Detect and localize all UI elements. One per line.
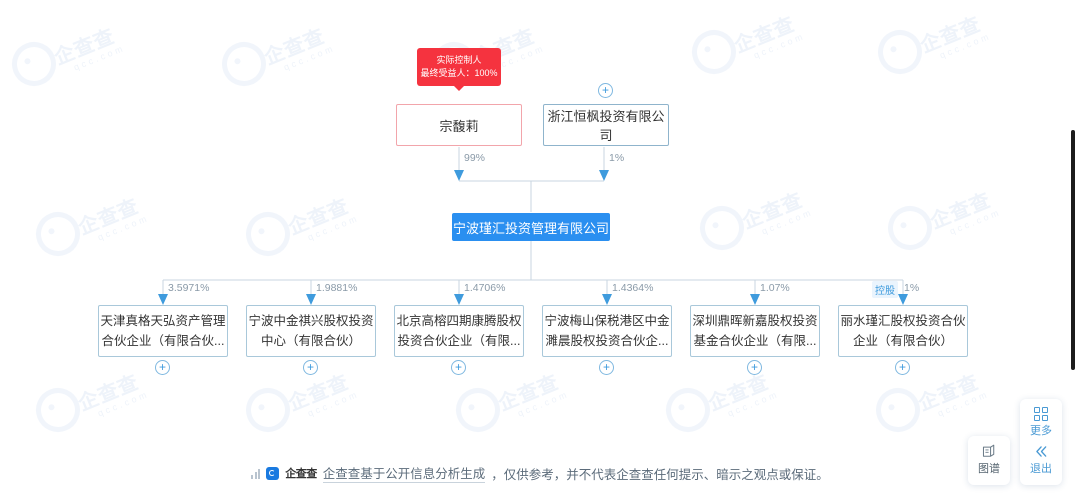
node-shareholder-2-line1: 宁波中金祺兴股权投资 [248,314,374,328]
node-center-company[interactable]: 宁波瑾汇投资管理有限公司 [452,213,610,241]
edge-label-shareholder-4: 1.4364% [612,282,654,294]
node-shareholder-3[interactable]: 北京高榕四期康腾股权 投资合伙企业（有限... [394,305,524,357]
exit-label: 退出 [1030,463,1052,475]
expand-shareholder-3-plus-icon[interactable]: + [451,360,466,375]
node-person-controller[interactable]: 宗馥莉 [396,104,522,146]
more-button[interactable]: 更多 [1030,406,1052,439]
node-shareholder-4-line1: 宁波梅山保税港区中金 [544,314,670,328]
vertical-scrollbar[interactable] [1071,130,1075,370]
expand-cocontrol-plus-icon[interactable]: + [598,83,613,98]
expand-shareholder-2-plus-icon[interactable]: + [303,360,318,375]
exit-button[interactable]: 退出 [1030,443,1052,477]
bar-chart-icon [251,468,261,479]
edge-label-shareholder-5: 1.07% [760,282,790,294]
node-shareholder-3-line1: 北京高榕四期康腾股权 [396,314,522,328]
node-shareholder-5[interactable]: 深圳鼎晖新嘉股权投资 基金合伙企业（有限... [690,305,820,357]
badge-pointer-icon [454,86,464,91]
edge-label-shareholder-1: 3.5971% [168,282,210,294]
back-arrow-icon [1035,446,1046,457]
edge-label-person-to-center: 99% [464,152,486,164]
node-shareholder-6-line2: 企业（有限合伙） [852,334,953,348]
actual-controller-beneficiary: 最终受益人：100% [420,68,498,78]
node-shareholder-4-line2: 濉晨股权投资合伙企... [545,334,669,348]
node-shareholder-2-line2: 中心（有限合伙） [260,334,361,348]
graph-icon [982,444,995,457]
footer-disclaimer: 企查查 企查查基于公开信息分析生成 ，仅供参考，并不代表企查查任何提示、暗示之观… [0,463,1080,483]
more-label: 更多 [1030,425,1052,437]
graph-mode-label: 图谱 [978,463,1000,475]
disclaimer-text: ，仅供参考，并不代表企查查任何提示、暗示之观点或保证。 [491,467,829,482]
expand-shareholder-4-plus-icon[interactable]: + [599,360,614,375]
node-shareholder-5-line2: 基金合伙企业（有限... [693,334,817,348]
node-shareholder-6[interactable]: 丽水瑾汇股权投资合伙 企业（有限合伙） [838,305,968,357]
node-cocontrol-company[interactable]: 浙江恒枫投资有限公司 [543,104,669,146]
controlling-tag-shareholder-6: 控股 [872,281,898,298]
expand-shareholder-6-plus-icon[interactable]: + [895,360,910,375]
node-shareholder-1-line1: 天津真格天弘资产管理 [100,314,226,328]
node-shareholder-1-line2: 合伙企业（有限合伙... [101,334,225,348]
node-person-label: 宗馥莉 [439,118,479,134]
node-shareholder-6-line1: 丽水瑾汇股权投资合伙 [840,314,966,328]
actual-controller-title: 实际控制人 [436,54,482,65]
disclaimer-link[interactable]: 企查查基于公开信息分析生成 [322,463,486,483]
qcc-logo-icon [266,466,280,480]
node-shareholder-3-line2: 投资合伙企业（有限... [397,334,521,348]
edge-label-shareholder-6: 1% [904,282,920,294]
actual-controller-badge: 实际控制人 最终受益人：100% [417,48,501,91]
graph-mode-button[interactable]: 图谱 [978,443,1000,477]
node-shareholder-4[interactable]: 宁波梅山保税港区中金 濉晨股权投资合伙企... [542,305,672,357]
side-controls-panel[interactable]: 更多 退出 [1020,399,1062,485]
edge-label-shareholder-3: 1.4706% [464,282,506,294]
edge-label-cocontrol-to-center: 1% [609,152,625,164]
node-shareholder-2[interactable]: 宁波中金祺兴股权投资 中心（有限合伙） [246,305,376,357]
grid-icon [1034,407,1048,421]
node-center-label: 宁波瑾汇投资管理有限公司 [453,220,610,236]
edge-label-shareholder-2: 1.9881% [316,282,358,294]
graph-mode-panel[interactable]: 图谱 [968,436,1010,485]
qcc-brand-label: 企查查 [285,468,317,480]
node-shareholder-5-line1: 深圳鼎晖新嘉股权投资 [692,314,818,328]
node-shareholder-1[interactable]: 天津真格天弘资产管理 合伙企业（有限合伙... [98,305,228,357]
expand-shareholder-5-plus-icon[interactable]: + [747,360,762,375]
node-cocontrol-label: 浙江恒枫投资有限公司 [547,109,665,143]
expand-shareholder-1-plus-icon[interactable]: + [155,360,170,375]
